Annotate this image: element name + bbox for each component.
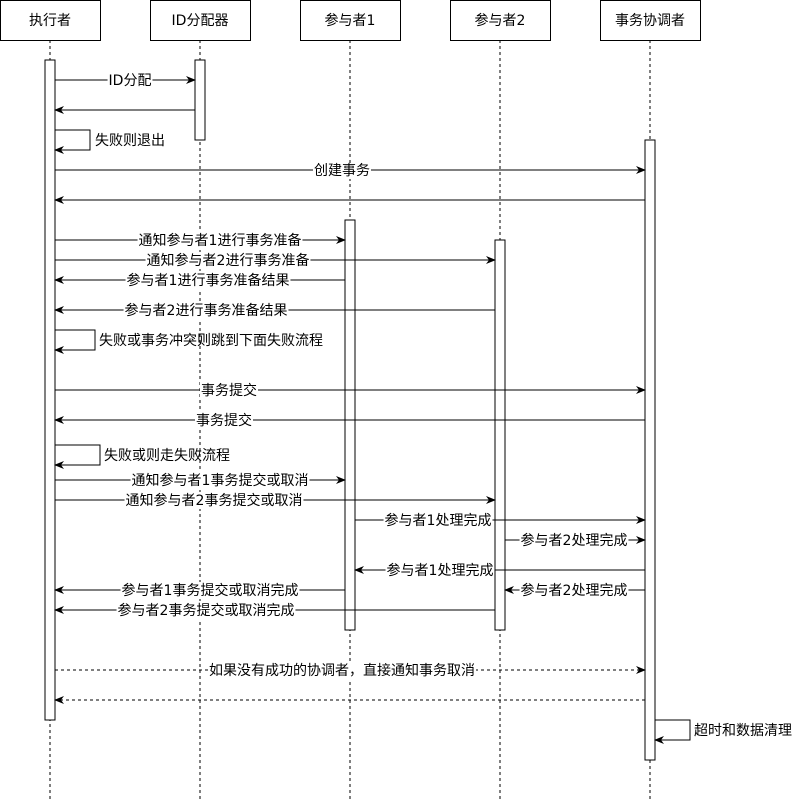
label-background xyxy=(116,602,296,619)
message: 参与者2处理完成 xyxy=(505,532,646,549)
participant-label: ID分配器 xyxy=(172,13,229,29)
participant-label: 参与者1 xyxy=(325,12,376,29)
message: 通知参与者2事务提交或取消 xyxy=(55,492,496,509)
self-message-arrow xyxy=(54,444,101,469)
label-background xyxy=(519,582,629,599)
label-background xyxy=(208,662,476,679)
message-label: 参与者1进行事务准备结果 xyxy=(127,272,290,289)
label-background xyxy=(385,562,495,579)
label-background xyxy=(125,272,291,289)
label-background xyxy=(383,512,493,529)
label-background xyxy=(124,492,304,509)
message-label: 参与者1事务提交或取消完成 xyxy=(122,582,299,599)
label-background xyxy=(107,73,153,89)
message: 失败则退出 xyxy=(54,129,165,154)
message-label: 事务提交 xyxy=(201,382,257,399)
label-background xyxy=(137,232,303,249)
message: 失败或则走失败流程 xyxy=(54,444,230,469)
message: ID分配 xyxy=(55,73,196,89)
message-label: 参与者1处理完成 xyxy=(387,562,494,579)
activation-bar xyxy=(44,59,56,721)
message: 通知参与者1事务提交或取消 xyxy=(55,472,346,489)
message-label: 参与者2事务提交或取消完成 xyxy=(118,602,295,619)
message: 参与者2进行事务准备结果 xyxy=(54,302,495,319)
activation-bar xyxy=(194,59,206,141)
message: 事务提交 xyxy=(54,412,645,429)
participant-label: 参与者2 xyxy=(475,12,526,29)
message-label: 通知参与者1事务提交或取消 xyxy=(132,472,309,489)
message-label: 失败或则走失败流程 xyxy=(104,448,230,464)
message: 通知参与者2进行事务准备 xyxy=(55,252,496,269)
label-background xyxy=(519,532,629,549)
activation-bar xyxy=(644,139,656,761)
message: 超时和数据清理 xyxy=(654,719,792,744)
message: 失败或事务冲突则跳到下面失败流程 xyxy=(54,329,323,354)
message-label: 如果没有成功的协调者，直接通知事务取消 xyxy=(209,662,475,679)
message-label: 通知参与者1进行事务准备 xyxy=(139,232,302,249)
label-background xyxy=(145,252,311,269)
label-background xyxy=(313,163,371,179)
message-label: 超时和数据清理 xyxy=(694,723,792,739)
message: 参与者1处理完成 xyxy=(355,512,646,529)
message-label: 参与者1处理完成 xyxy=(385,512,492,529)
message-label: 参与者2进行事务准备结果 xyxy=(125,302,288,319)
label-background xyxy=(130,472,310,489)
message: 参与者1进行事务准备结果 xyxy=(54,272,345,289)
participant-box: 参与者1 xyxy=(300,0,401,41)
activation-bar xyxy=(494,239,506,631)
label-background xyxy=(120,582,300,599)
message: 参与者1事务提交或取消完成 xyxy=(54,582,345,599)
self-message-arrow xyxy=(54,129,91,154)
message-label: 通知参与者2进行事务准备 xyxy=(147,252,310,269)
self-message-arrow xyxy=(654,719,691,744)
message: 参与者2事务提交或取消完成 xyxy=(54,602,495,619)
self-message-arrow xyxy=(54,329,96,354)
participant-box: ID分配器 xyxy=(150,0,251,41)
participant-box: 参与者2 xyxy=(450,0,551,41)
participant-label: 事务协调者 xyxy=(615,13,685,29)
participant-box: 事务协调者 xyxy=(600,0,701,41)
message-label: 事务提交 xyxy=(196,412,252,429)
message-label: 失败则退出 xyxy=(95,133,165,149)
activation-bar xyxy=(344,219,356,631)
message-label: 参与者2处理完成 xyxy=(521,582,628,599)
label-background xyxy=(123,302,289,319)
participant-box: 执行者 xyxy=(0,0,101,41)
label-background xyxy=(200,382,258,399)
message-label: ID分配 xyxy=(109,73,152,89)
participant-label: 执行者 xyxy=(29,13,71,29)
message: 事务提交 xyxy=(55,382,646,399)
message: 参与者2处理完成 xyxy=(504,582,645,599)
label-background xyxy=(195,412,253,429)
message-label: 失败或事务冲突则跳到下面失败流程 xyxy=(99,333,323,349)
message: 如果没有成功的协调者，直接通知事务取消 xyxy=(55,662,646,679)
message: 创建事务 xyxy=(55,163,646,179)
message: 通知参与者1进行事务准备 xyxy=(55,232,346,249)
message: 参与者1处理完成 xyxy=(354,562,645,579)
message-label: 创建事务 xyxy=(314,163,370,179)
message-label: 参与者2处理完成 xyxy=(521,532,628,549)
message-label: 通知参与者2事务提交或取消 xyxy=(126,492,303,509)
